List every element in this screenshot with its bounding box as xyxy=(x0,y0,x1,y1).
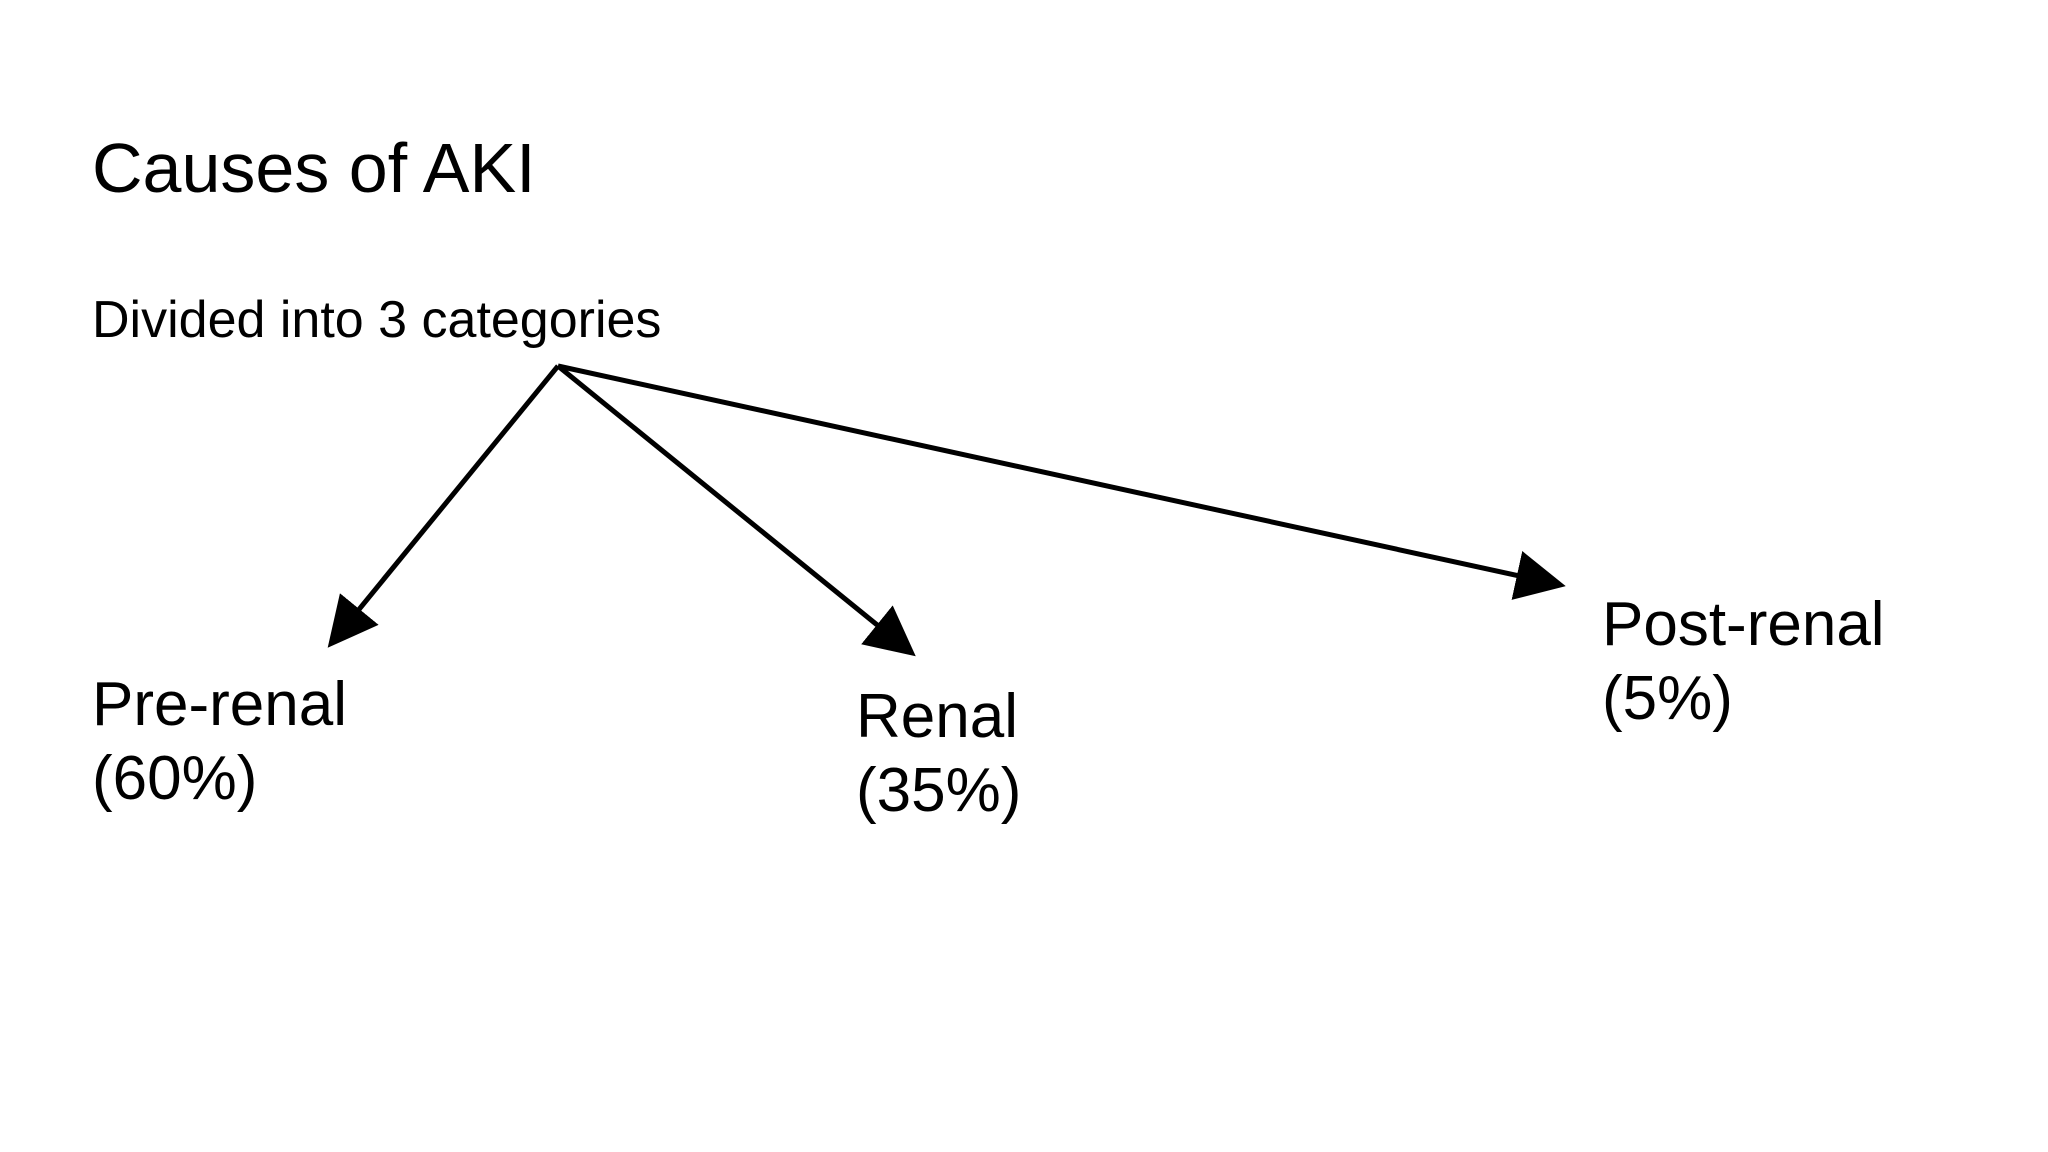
category-percent: (60%) xyxy=(92,744,258,813)
category-percent: (35%) xyxy=(856,756,1022,825)
category-percent: (5%) xyxy=(1602,664,1733,733)
category-name: Renal xyxy=(856,682,1018,751)
category-name: Pre-renal xyxy=(92,670,347,739)
arrow-to-pre-renal xyxy=(327,364,560,648)
slide-title: Causes of AKI xyxy=(92,129,536,207)
category-pre-renal: Pre-renal (60%) xyxy=(92,668,347,816)
arrow-to-post-renal xyxy=(557,363,1566,600)
category-renal: Renal (35%) xyxy=(856,680,1021,828)
arrow-to-renal xyxy=(556,364,916,657)
slide-subtitle: Divided into 3 categories xyxy=(92,291,662,349)
category-post-renal: Post-renal (5%) xyxy=(1602,588,1885,736)
category-name: Post-renal xyxy=(1602,590,1885,659)
